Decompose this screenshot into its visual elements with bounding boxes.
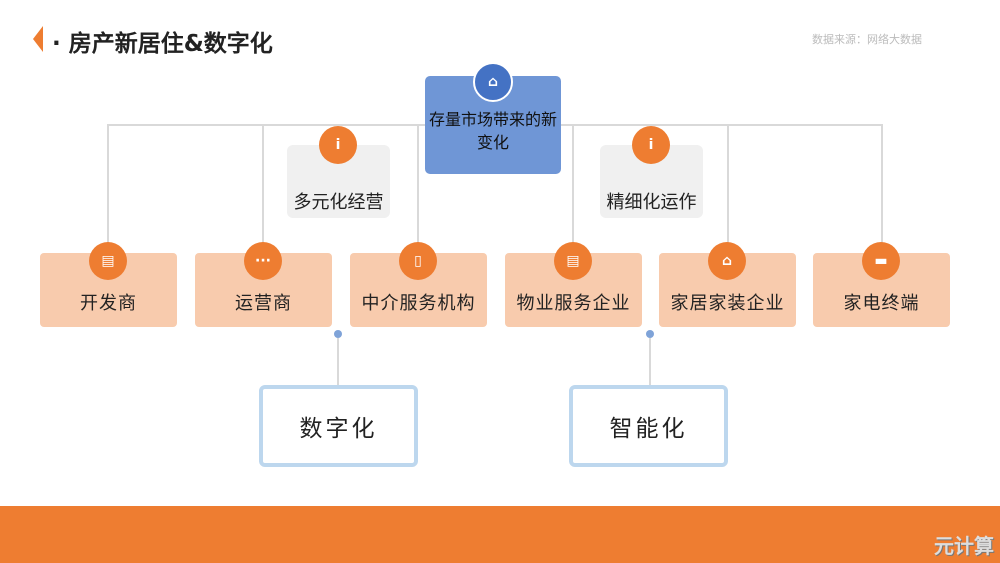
connector-dot (646, 330, 654, 338)
trend-card: 多元化经营 (287, 145, 390, 218)
connector (572, 124, 574, 254)
info-icon: i (632, 126, 670, 164)
player-card: 开发商 (40, 253, 177, 327)
user-icon: ⌂ (473, 62, 513, 102)
connector (649, 338, 651, 385)
connector-dot (334, 330, 342, 338)
connector (107, 124, 109, 254)
center-card: 存量市场带来的新变化 (425, 76, 561, 174)
document-icon: ▯ (399, 242, 437, 280)
house-icon: ⌂ (708, 242, 746, 280)
outcome-card: 数字化 (259, 385, 418, 467)
source-note: 数据来源：网络大数据 (812, 33, 922, 46)
page-title: · 房产新居住&数字化 (52, 31, 273, 57)
appliance-icon: ▬ (862, 242, 900, 280)
connector (417, 124, 419, 254)
info-icon: i (319, 126, 357, 164)
dots-icon: ··· (244, 242, 282, 280)
outcome-card: 智能化 (569, 385, 728, 467)
building-icon: ▤ (554, 242, 592, 280)
connector (881, 124, 883, 254)
player-card: 家居家装企业 (659, 253, 796, 327)
footer-bar (0, 506, 1000, 563)
building-icon: ▤ (89, 242, 127, 280)
connector (262, 124, 264, 254)
logo: 元计算 (934, 534, 994, 558)
connector (727, 124, 729, 254)
connector (337, 338, 339, 385)
chevron-left-icon (33, 26, 43, 52)
